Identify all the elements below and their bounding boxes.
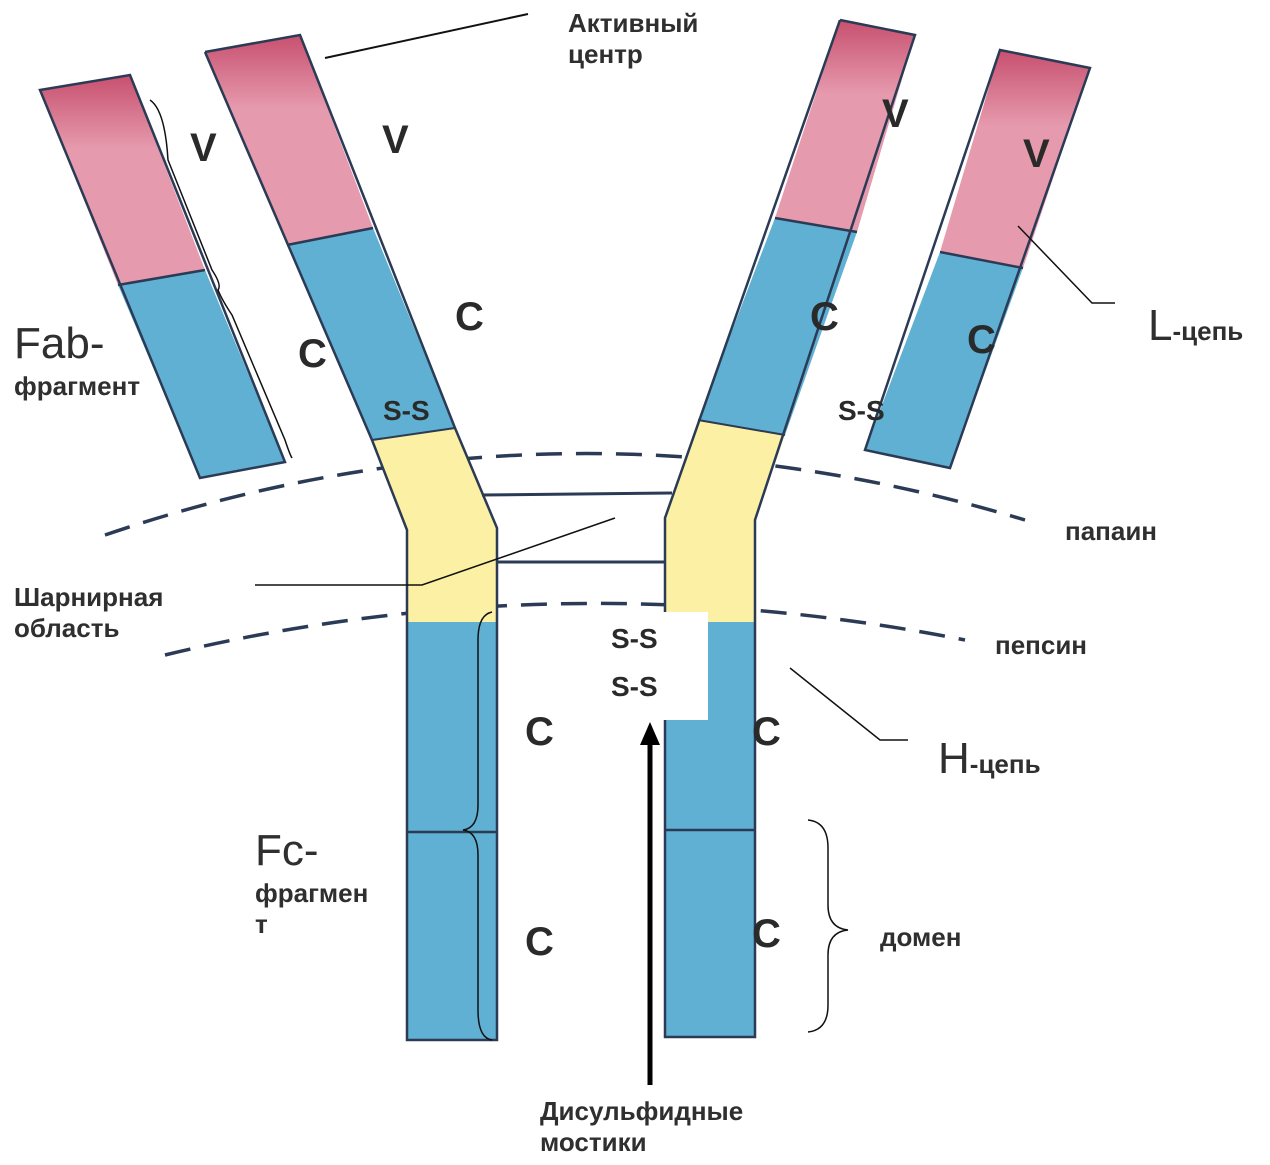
ss-label-hinge-2: S-S (611, 670, 658, 704)
c-label-left-ch3: C (525, 918, 554, 966)
disulfide-bridges-label: Дисульфидные мостики (540, 1096, 743, 1158)
ss-label-right: S-S (838, 394, 885, 428)
left-light-variable-domain (40, 75, 205, 285)
fab-fragment-label: Fab- фрагмент (14, 318, 140, 402)
pepsin-cleavage-line (165, 603, 965, 655)
c-label-right-ch2: C (752, 708, 781, 756)
domain-label: домен (880, 922, 961, 953)
c-label-right-ch3: C (752, 910, 781, 958)
right-hinge-region (665, 420, 785, 622)
ss-label-left: S-S (383, 394, 430, 428)
h-chain-leader (790, 668, 908, 740)
v-label-left-heavy: V (382, 116, 409, 164)
active-center-leader (325, 14, 528, 58)
fc-fragment-label: Fc- фрагмен т (255, 825, 368, 940)
right-light-constant-domain (865, 252, 1023, 468)
left-heavy-ch3-domain (407, 832, 497, 1040)
v-label-left-light: V (190, 124, 217, 172)
l-chain-label: L-цепь (1148, 300, 1243, 353)
domain-bracket (808, 820, 848, 1032)
c-label-right-light: C (967, 316, 996, 364)
pepsin-label: пепсин (995, 630, 1087, 661)
active-center-label: Активный центр (568, 8, 698, 70)
c-label-left-light: C (298, 330, 327, 378)
hinge-bridge-upper (482, 493, 672, 495)
v-label-right-heavy: V (882, 90, 909, 138)
left-heavy-ch2-domain (407, 622, 497, 832)
v-label-right-light: V (1023, 130, 1050, 178)
h-chain-label: H-цепь (938, 733, 1041, 786)
right-heavy-ch3-domain (665, 830, 755, 1037)
right-heavy-chain (665, 20, 915, 1037)
papain-label: папаин (1065, 516, 1157, 547)
left-heavy-variable-domain (205, 35, 373, 245)
ss-label-hinge-1: S-S (611, 622, 658, 656)
c-label-left-ch2: C (525, 708, 554, 756)
c-label-right-heavy-ch1: C (810, 293, 839, 341)
disulfide-arrow-head (640, 722, 660, 745)
c-label-left-heavy-ch1: C (455, 293, 484, 341)
left-light-constant-domain (118, 270, 285, 478)
hinge-region-label: Шарнирная область (14, 582, 163, 644)
